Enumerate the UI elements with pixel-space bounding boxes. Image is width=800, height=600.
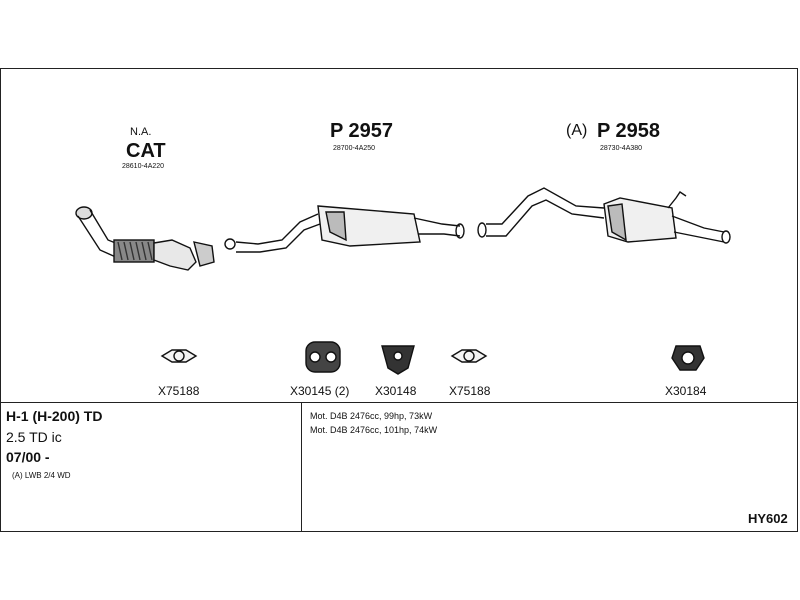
rear-variant-prefix: (A) bbox=[566, 122, 588, 139]
rear-part-number[interactable]: P 2958 bbox=[597, 120, 661, 142]
fitting-code[interactable]: X75188 bbox=[449, 384, 491, 398]
rubber-mount-icon bbox=[381, 345, 415, 375]
vehicle-date: 07/00 - bbox=[6, 449, 50, 465]
divider-horizontal bbox=[0, 402, 798, 403]
flange-gasket-icon-2 bbox=[450, 349, 488, 363]
rubber-ring-icon bbox=[671, 345, 705, 371]
cat-label: CAT bbox=[126, 140, 166, 162]
diagram-frame bbox=[0, 68, 798, 532]
rubber-hanger-icon bbox=[305, 341, 341, 373]
rear-silencer-icon bbox=[477, 187, 731, 244]
middle-silencer-icon bbox=[224, 205, 465, 253]
vehicle-model: H-1 (H-200) TD bbox=[6, 408, 103, 424]
fitting-code[interactable]: X30184 bbox=[665, 384, 707, 398]
mid-part-number[interactable]: P 2957 bbox=[330, 120, 394, 142]
diagram-code: HY602 bbox=[748, 511, 788, 526]
motor-spec: Mot. D4B 2476cc, 99hp, 73kW bbox=[310, 411, 433, 421]
front-pipe-cat-icon bbox=[75, 206, 215, 271]
mid-oem-number: 28700-4A250 bbox=[333, 145, 376, 152]
fitting-code[interactable]: X75188 bbox=[158, 384, 200, 398]
vehicle-engine: 2.5 TD ic bbox=[6, 429, 62, 445]
rear-oem-number: 28730-4A380 bbox=[600, 145, 643, 152]
fitting-code[interactable]: X30148 bbox=[375, 384, 417, 398]
cat-na-label: N.A. bbox=[130, 126, 152, 138]
vehicle-note: (A) LWB 2/4 WD bbox=[12, 471, 71, 480]
divider-vertical bbox=[301, 402, 302, 532]
fitting-code[interactable]: X30145 (2) bbox=[290, 384, 350, 398]
cat-oem-number: 28610-4A220 bbox=[122, 163, 165, 170]
motor-spec: Mot. D4B 2476cc, 101hp, 74kW bbox=[310, 425, 438, 435]
flange-gasket-icon bbox=[160, 349, 198, 363]
